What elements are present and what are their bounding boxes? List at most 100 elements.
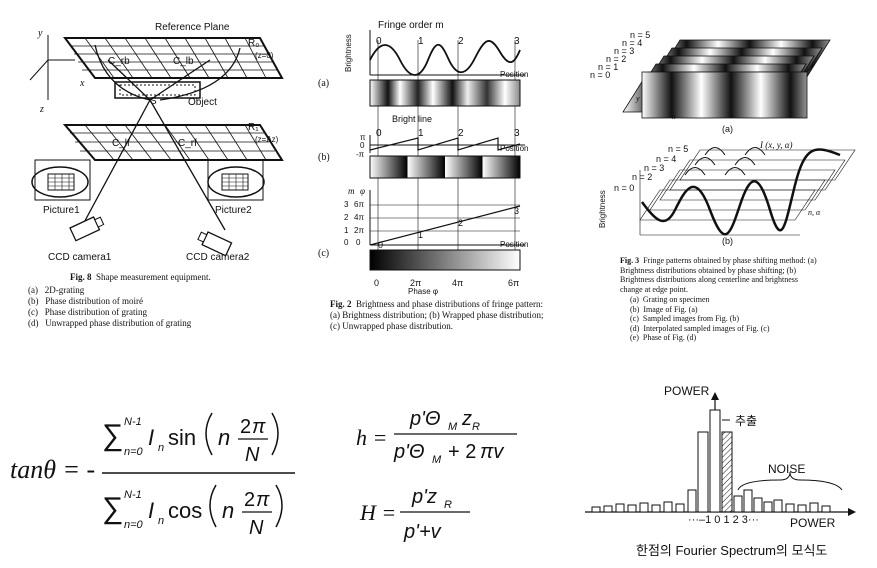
fig2-caption-line2: (a) Brightness distribution; (b) Wrapped… [330,310,544,320]
fig3-caption: Fig. 3 Fringe patterns obtained by phase… [620,256,850,294]
fig2-panel-c: (c) [318,248,330,259]
spectrum-caption: 한점의 Fourier Spectrum의 모식도 [636,543,828,558]
fig3-caption-label: Fig. 3 [620,256,640,265]
fig2-phase-tick-2pi: 2π [410,278,422,288]
svg-text:p'+v: p'+v [403,521,442,543]
fig3-n0-a: n = 0 [590,70,611,80]
fig3-n3-a: n = 3 [614,46,635,56]
svg-text:∑: ∑ [102,492,123,525]
svg-text:∑: ∑ [102,419,123,452]
svg-text:n=0: n=0 [124,519,144,531]
fig2-c-axis-m: m [348,186,355,196]
spectrum-extract-label: 추출 [735,414,758,428]
list-item: (e) Phase of Fig. (d) [630,333,697,342]
svg-text:p'Θ: p'Θ [409,408,441,430]
svg-text:+ 2: + 2 [448,441,476,463]
fig8-caption: Fig. 8 Shape measurement equipment. [70,272,211,283]
fig3-brightness-label: Brightness [598,190,607,228]
fig2-diagram [369,30,525,271]
svg-text:2: 2 [240,416,251,438]
object-label: Object [188,97,217,108]
fig2-phase-tick-6pi: 6π [508,278,520,288]
svg-text:p'z: p'z [411,486,437,508]
fig3-caption-line1: Fringe patterns obtained by phase shifti… [643,256,817,265]
fig3-n4-b: n = 4 [656,154,677,164]
fig2-title: Fringe order m [378,20,444,31]
tan-formula-lhs: tanθ = - [10,455,95,485]
fig3-axis-na: n, α [808,208,821,217]
fig3-n3-b: n = 3 [644,163,665,173]
h-formula-lhs: h = [356,425,388,450]
fig3-axis-x: x [672,112,676,121]
axis-z-label: z [40,104,44,115]
fig2-c-m-1: 1 [344,226,349,235]
fig2-brightness-label: Brightness [344,34,353,72]
fig2-wrapped-minus-pi: -π [356,150,365,159]
H-formula-lhs: H = [360,500,397,525]
camera1-label: CCD camera1 [48,252,112,263]
fig2-position-label-a: Position [500,70,529,79]
svg-text:n: n [218,425,230,450]
fig2-wrapped-0: 0 [360,141,365,150]
fig2-c-m-2: 2 [344,213,349,222]
fig2-b-order-0: 0 [376,128,382,139]
fig2-phase-tick-0: 0 [374,278,380,288]
list-item: (a) Grating on specimen [630,295,710,304]
list-item: (b) Phase distribution of moiré [28,296,143,306]
fig2-c-phi-6pi: 6π [354,200,364,209]
fig3-panel-b: (b) [722,236,733,246]
svg-text:n: n [158,442,164,454]
fig8-diagram [29,35,284,257]
fig3-panel-a: (a) [722,124,733,134]
reference-plane-label: Reference Plane [155,22,230,33]
fig3-n2-a: n = 2 [606,54,627,64]
r1-label: R₁ [248,122,259,133]
svg-text:M: M [432,454,442,466]
fig2-phase-tick-4pi: 4π [452,278,464,288]
z0-label: (z=0) [255,51,274,60]
fig8-item-list: (a) 2D-grating (b) Phase distribution of… [28,285,191,329]
svg-text:N-1: N-1 [124,416,142,428]
zdz-label: (z=Δz) [255,135,279,144]
fig2-position-label-b: Position [500,144,529,153]
fig3-axis-y: y [636,94,640,103]
fig2-panel-b: (b) [318,152,330,163]
fig8-caption-label: Fig. 8 [70,272,92,282]
spectrum-ticks: ···–1 0 1 2 3··· [688,514,759,526]
crb-label: C_rb [108,56,130,67]
fig2-wrapped-pi: π [360,133,366,142]
fig2-c-line-3: 3 [514,206,520,216]
fig2-c-line-0: 0 [378,240,384,250]
picture1-label: Picture1 [43,205,80,216]
fig2-bright-line-label: Bright line [392,114,433,124]
svg-text:2: 2 [244,489,255,511]
s-label: S [150,96,157,107]
fig2-panel-a: (a) [318,78,330,89]
fig2-c-phi-4pi: 4π [354,213,364,222]
list-item: (b) Image of Fig. (a) [630,304,698,314]
fig3-n4-a: n = 4 [622,38,643,48]
picture2-label: Picture2 [215,205,252,216]
fig3-n2-b: n = 2 [632,172,653,182]
fig8-caption-text: Shape measurement equipment. [96,272,211,282]
fig3-caption-line4: change at edge point. [620,284,688,294]
svg-text:M: M [448,421,458,433]
fig3-n5-a: n = 5 [630,30,651,40]
svg-text:R: R [472,421,480,433]
fig3-caption-line3: Brightness distributions along centerlin… [620,275,798,284]
fig2-c-m-0: 0 [344,238,349,247]
fig2-position-label-c: Position [500,240,529,249]
fig2-order-2: 2 [458,36,464,47]
fig2-c-m-3: 3 [344,200,349,209]
clf-label: C_lf [112,138,130,149]
svg-text:πv: πv [480,441,504,463]
svg-text:z: z [461,408,472,430]
clb-label: C_lb [173,56,194,67]
fig2-caption-label: Fig. 2 [330,299,352,309]
svg-text:π: π [252,416,266,438]
list-item: (c) Phase distribution of grating [28,307,147,317]
tan-formula-lhs-text: tanθ = - [10,455,96,484]
svg-text:N-1: N-1 [124,489,142,501]
svg-text:cos: cos [168,498,202,523]
